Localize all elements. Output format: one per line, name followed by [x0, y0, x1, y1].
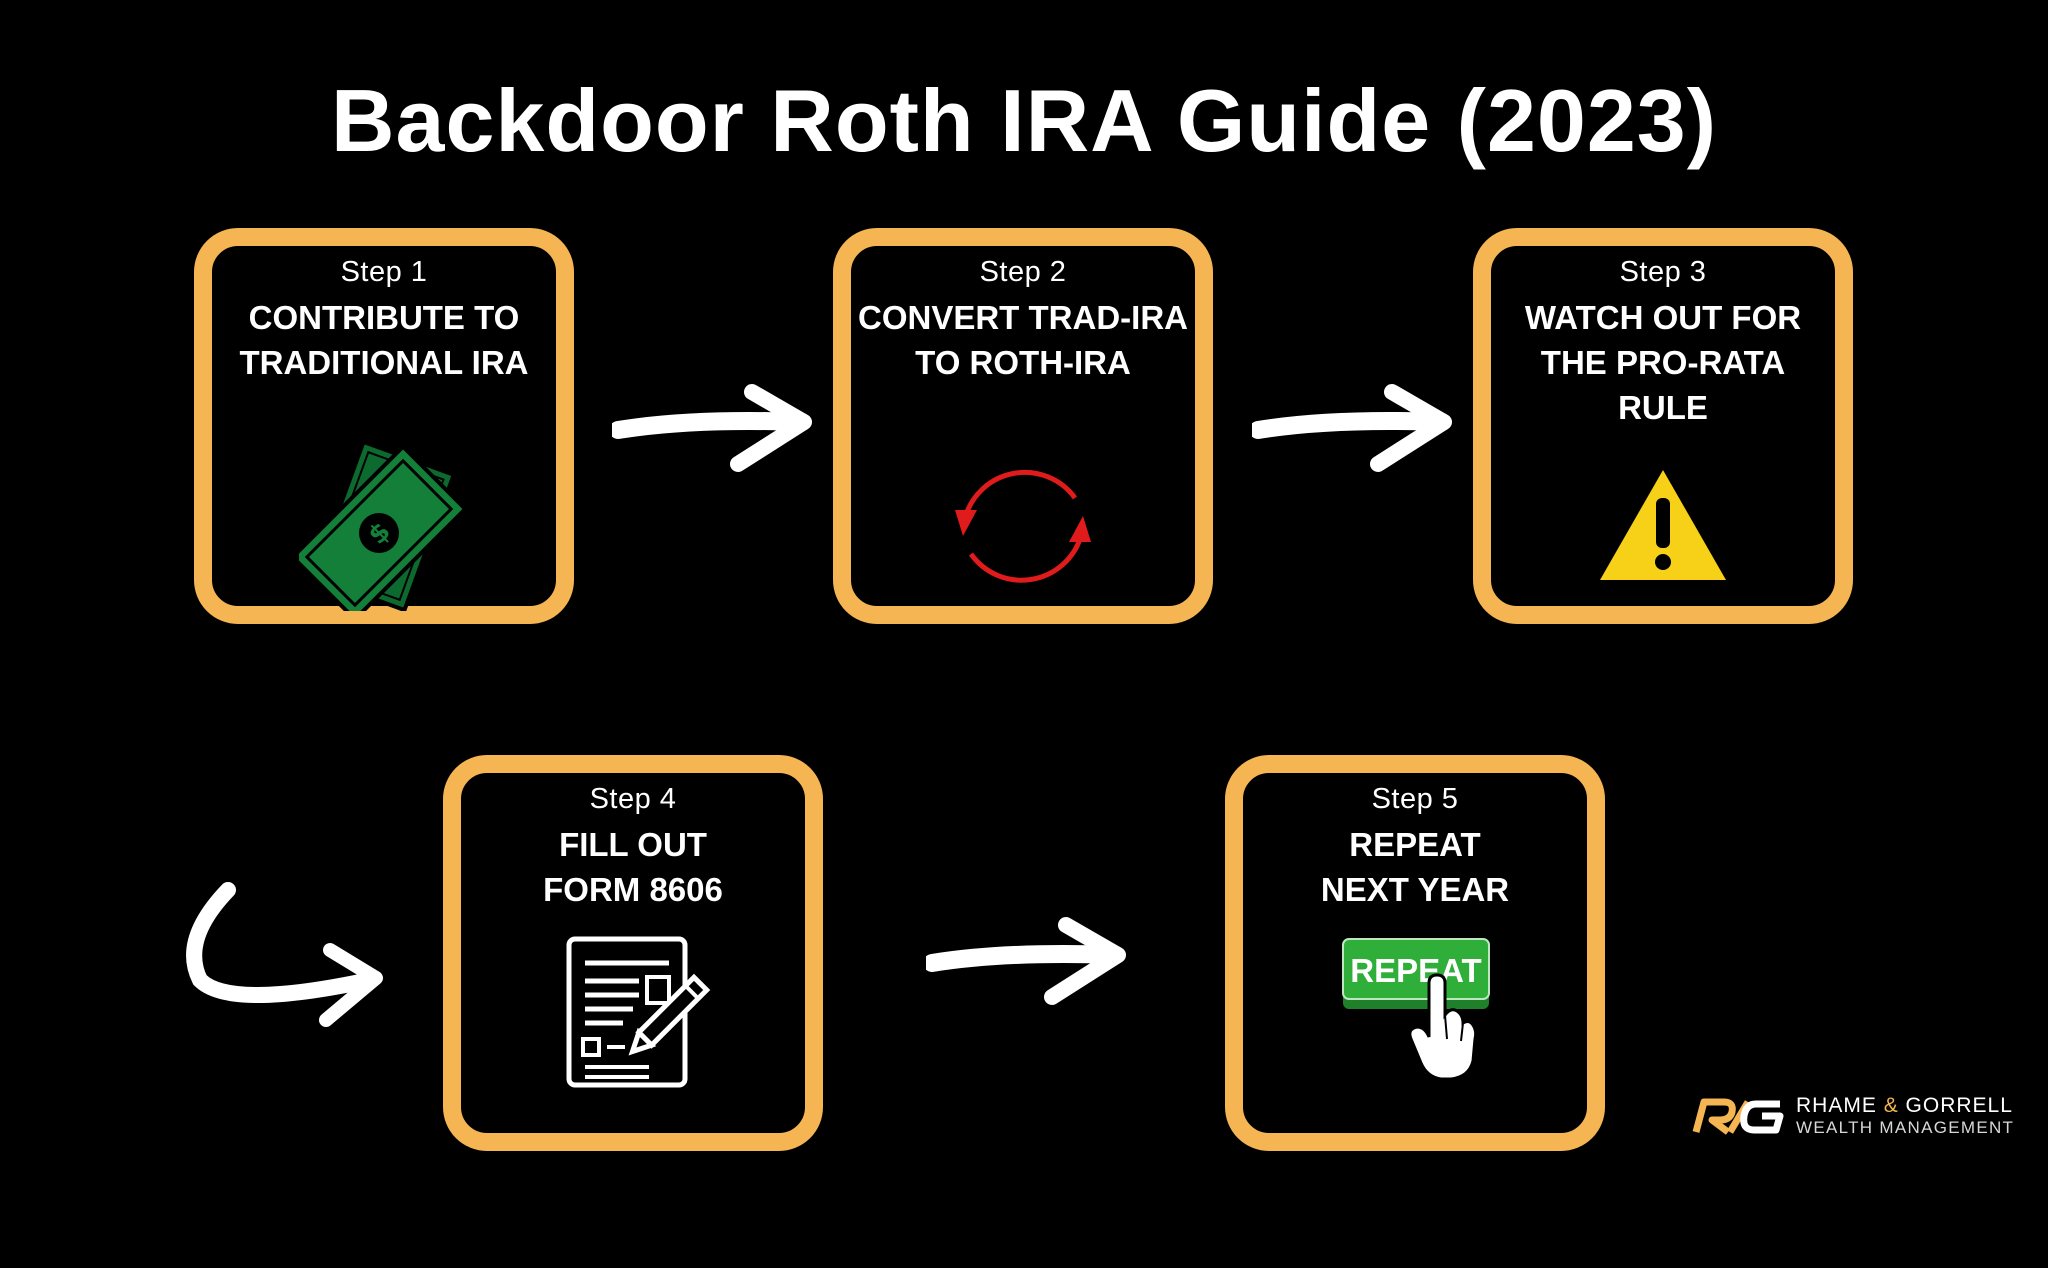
warning-icon — [1491, 468, 1835, 583]
arrow-right-icon — [926, 917, 1126, 1005]
repeat-button-icon: REPEAT — [1243, 935, 1587, 1085]
step-card-2: Step 2 CONVERT TRAD-IRA TO ROTH-IRA — [833, 228, 1213, 624]
step-card-1: Step 1 CONTRIBUTE TO TRADITIONAL IRA $ — [194, 228, 574, 624]
page-title: Backdoor Roth IRA Guide (2023) — [330, 71, 1718, 170]
step-card-5: Step 5 REPEAT NEXT YEAR REPEAT — [1225, 755, 1605, 1151]
step-card-4: Step 4 FILL OUT FORM 8606 — [443, 755, 823, 1151]
form-pencil-icon — [461, 933, 805, 1093]
step-label: Step 4 — [589, 783, 677, 815]
step-title: WATCH OUT FOR THE PRO-RATA RULE — [1524, 299, 1802, 426]
curved-arrow-icon — [186, 882, 383, 1027]
step-label: Step 1 — [340, 256, 428, 288]
step-label: Step 5 — [1371, 783, 1459, 815]
company-logo: RHAME & GORRELL WEALTH MANAGEMENT — [1690, 1092, 2020, 1142]
step-title: FILL OUT FORM 8606 — [543, 826, 723, 908]
logo-subtitle: WEALTH MANAGEMENT — [1796, 1118, 2015, 1137]
rg-logo-icon — [1692, 1098, 1784, 1135]
arrow-right-icon — [612, 384, 812, 472]
repeat-button-text: REPEAT — [1350, 952, 1481, 989]
logo-company-name: RHAME & GORRELL — [1796, 1094, 2013, 1117]
step-title: REPEAT NEXT YEAR — [1320, 826, 1510, 908]
arrow-right-icon — [1252, 384, 1452, 472]
step-card-3: Step 3 WATCH OUT FOR THE PRO-RATA RULE — [1473, 228, 1853, 624]
refresh-cycle-icon — [851, 446, 1195, 606]
step-label: Step 2 — [979, 256, 1067, 288]
step-label: Step 3 — [1619, 256, 1707, 288]
step-title: CONVERT TRAD-IRA TO ROTH-IRA — [858, 299, 1188, 381]
money-bills-icon: $ — [212, 441, 556, 611]
step-title: CONTRIBUTE TO TRADITIONAL IRA — [239, 299, 529, 381]
